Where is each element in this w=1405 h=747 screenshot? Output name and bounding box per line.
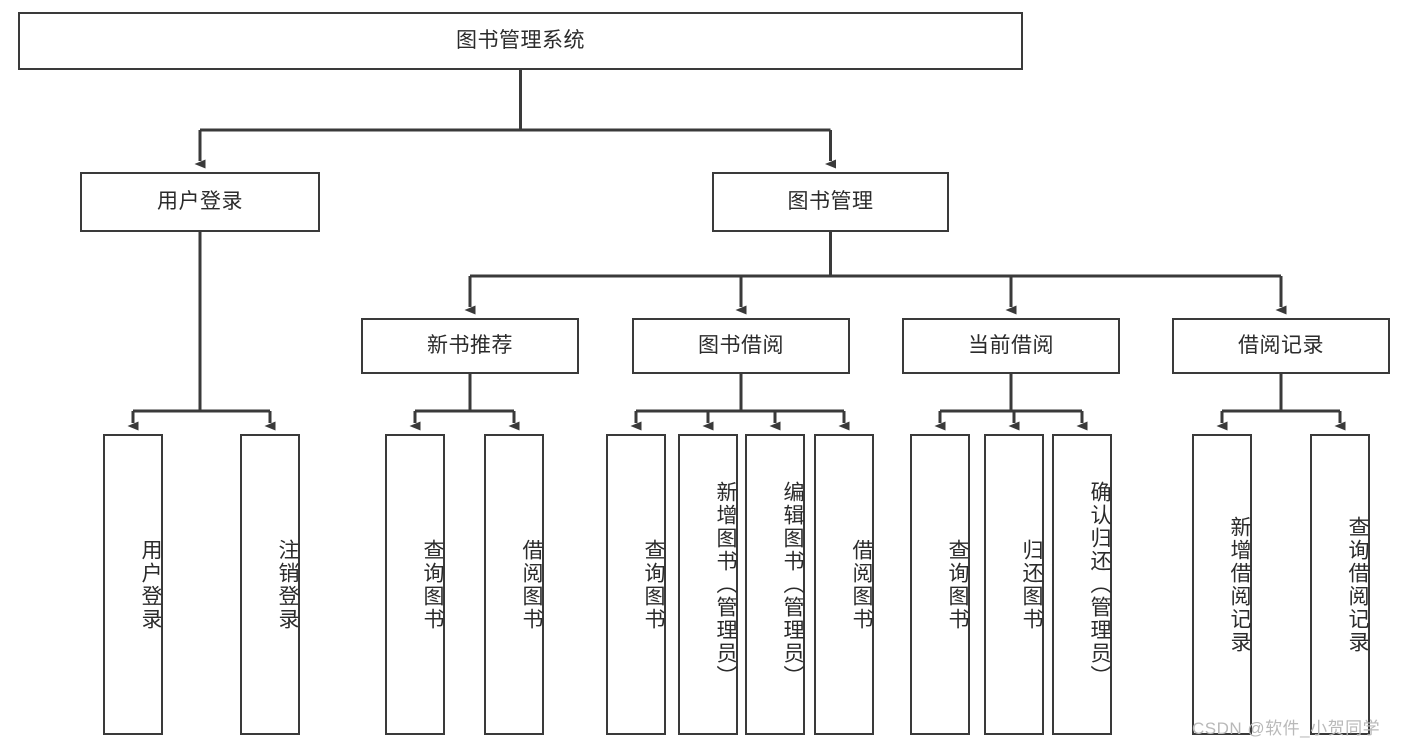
node-label: 用户登录 — [139, 538, 162, 631]
node-label: 借阅记录 — [1238, 334, 1324, 358]
node-label: 当前借阅 — [968, 334, 1054, 358]
node-leaf-edit-book[interactable]: 编辑图书（管理员） — [745, 434, 805, 735]
node-root[interactable]: 图书管理系统 — [18, 12, 1023, 70]
node-leaf-add-record[interactable]: 新增借阅记录 — [1192, 434, 1252, 735]
node-label: 编辑图书（管理员） — [781, 481, 804, 688]
node-leaf-query-book-3[interactable]: 查询图书 — [910, 434, 970, 735]
csdn-watermark: CSDN @软件_小贺同学 — [1192, 719, 1381, 738]
node-leaf-confirm-return[interactable]: 确认归还（管理员） — [1052, 434, 1112, 735]
node-label: 用户登录 — [157, 190, 243, 214]
node-book-borrow[interactable]: 图书借阅 — [632, 318, 850, 374]
node-label: 确认归还（管理员） — [1088, 481, 1111, 688]
node-label: 查询借阅记录 — [1346, 515, 1369, 654]
node-book-manage[interactable]: 图书管理 — [712, 172, 949, 232]
node-label: 新书推荐 — [427, 334, 513, 358]
node-new-book-recommend[interactable]: 新书推荐 — [361, 318, 579, 374]
node-user-login[interactable]: 用户登录 — [80, 172, 320, 232]
node-label: 查询图书 — [946, 538, 969, 631]
node-leaf-user-login[interactable]: 用户登录 — [103, 434, 163, 735]
node-label: 借阅图书 — [850, 538, 873, 631]
node-label: 新增借阅记录 — [1228, 515, 1251, 654]
node-leaf-add-book[interactable]: 新增图书（管理员） — [678, 434, 738, 735]
node-borrow-record[interactable]: 借阅记录 — [1172, 318, 1390, 374]
node-leaf-logout[interactable]: 注销登录 — [240, 434, 300, 735]
node-label: 查询图书 — [642, 538, 665, 631]
node-label: 新增图书（管理员） — [714, 481, 737, 688]
node-leaf-query-book-2[interactable]: 查询图书 — [606, 434, 666, 735]
node-label: 图书管理系统 — [456, 29, 585, 53]
node-label: 查询图书 — [421, 538, 444, 631]
node-label: 图书管理 — [787, 190, 874, 214]
node-leaf-borrow-book-1[interactable]: 借阅图书 — [484, 434, 544, 735]
node-current-borrow[interactable]: 当前借阅 — [902, 318, 1120, 374]
node-leaf-borrow-book-2[interactable]: 借阅图书 — [814, 434, 874, 735]
node-leaf-return-book[interactable]: 归还图书 — [984, 434, 1044, 735]
node-leaf-query-record[interactable]: 查询借阅记录 — [1310, 434, 1370, 735]
node-label: 注销登录 — [276, 538, 299, 631]
node-label: 归还图书 — [1020, 538, 1043, 631]
node-leaf-query-book-1[interactable]: 查询图书 — [385, 434, 445, 735]
node-label: 图书借阅 — [698, 334, 784, 358]
node-label: 借阅图书 — [520, 538, 543, 631]
